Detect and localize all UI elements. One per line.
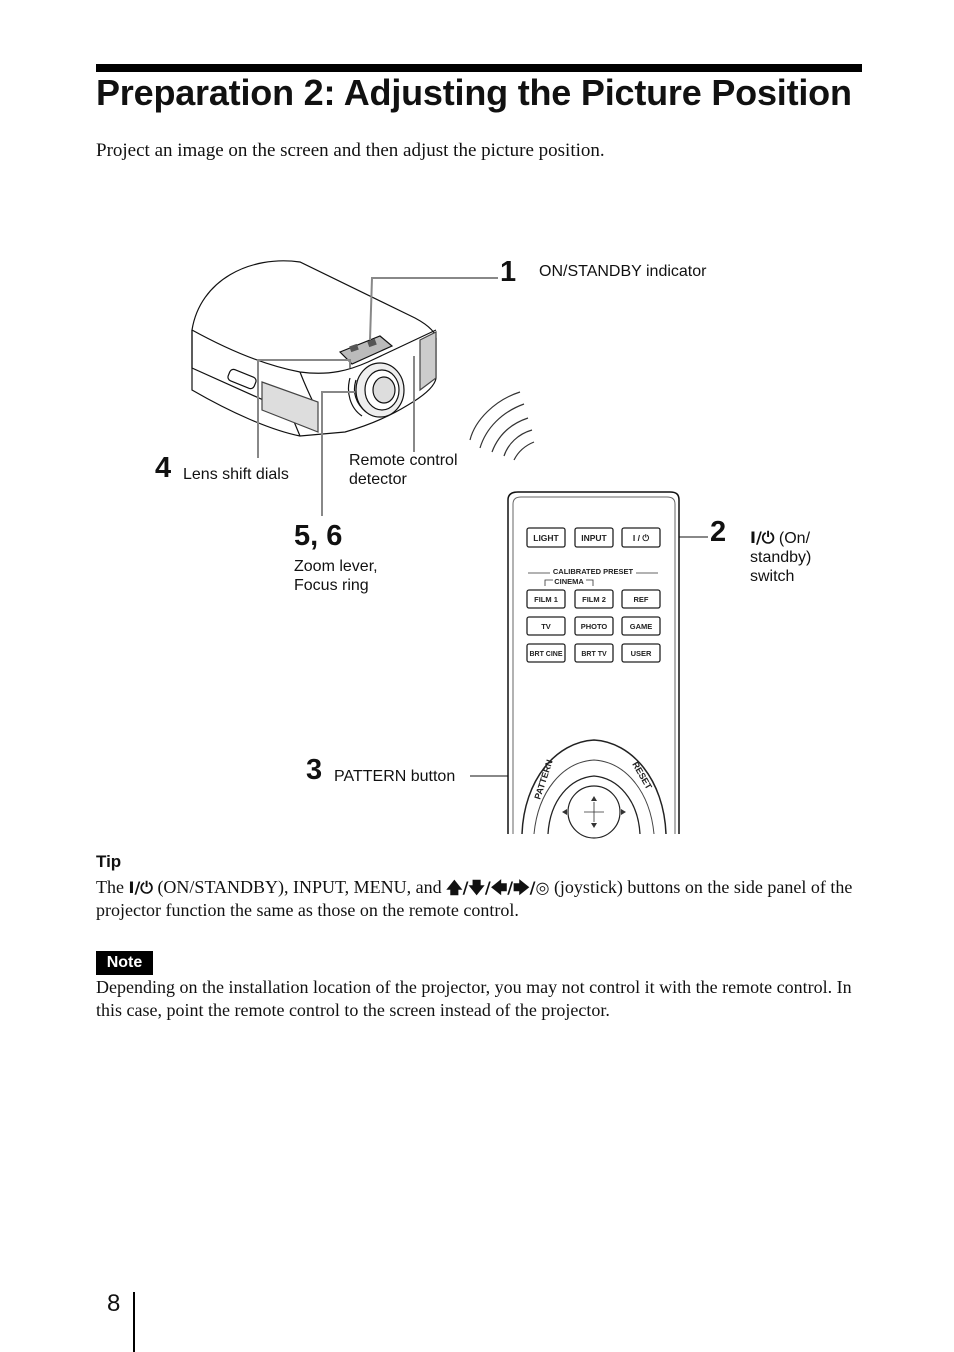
remote-user-label: USER [631, 649, 652, 658]
callout-56-line2: Focus ring [294, 577, 369, 594]
note-badge: Note [96, 951, 153, 975]
infrared-signal-waves [469, 391, 535, 461]
tip-heading: Tip [96, 852, 122, 871]
remote-brt-tv-label: BRT TV [581, 651, 607, 658]
remote-detector-line2: detector [349, 471, 407, 488]
page-title: Preparation 2: Adjusting the Picture Pos… [96, 72, 852, 113]
remote-film2-label: FILM 2 [582, 595, 606, 604]
callout-3-label: PATTERN button [334, 768, 456, 785]
calibrated-preset-label: CALIBRATED PRESET [553, 567, 634, 576]
remote-input-button-label: INPUT [581, 533, 607, 543]
remote-film1-label: FILM 1 [534, 595, 558, 604]
remote-detector-line1: Remote control [349, 452, 458, 469]
remote-photo-label: PHOTO [581, 622, 608, 631]
intro-paragraph: Project an image on the screen and then … [96, 140, 605, 161]
projector-illustration [191, 260, 437, 437]
cinema-label: CINEMA [554, 577, 584, 586]
tip-text-after: (joystick) buttons on the side panel of … [96, 877, 853, 920]
page-number-rule [133, 1292, 135, 1352]
callout-2-label: I/⏻ (On/ standby) switch [750, 528, 811, 586]
projector-remote-illustration: LIGHT INPUT I / ⏻ CALIBRATED PRESET CINE… [191, 260, 708, 839]
callout-56-number: 5, 6 [294, 520, 343, 552]
remote-control-illustration: LIGHT INPUT I / ⏻ CALIBRATED PRESET CINE… [507, 491, 680, 839]
remote-brt-cine-label: BRT CINE [529, 651, 562, 658]
joystick-arrows-icon: 🡅/🡇/🡄/🡆/◎ [446, 878, 550, 897]
remote-joystick-pad: PATTERN RESET [521, 739, 667, 839]
remote-detector-label: Remote control detector [349, 451, 458, 489]
title-rule [96, 64, 862, 72]
callout-2-label-line2: standby) [750, 549, 812, 566]
callout-2-label-line1: (On/ [778, 530, 811, 547]
callout-4-label: Lens shift dials [183, 466, 289, 483]
tip-text-middle: (ON/STANDBY), INPUT, MENU, and [152, 877, 447, 897]
page-number: 8 [107, 1290, 121, 1317]
callout-1-label: ON/STANDBY indicator [539, 263, 707, 280]
remote-game-label: GAME [630, 622, 653, 631]
callout-4-number: 4 [155, 452, 172, 484]
remote-ref-label: REF [634, 595, 649, 604]
callout-56-line1: Zoom lever, [294, 558, 378, 575]
callout-3-number: 3 [306, 754, 323, 786]
tip-text-before: The [96, 877, 129, 897]
remote-light-button-label: LIGHT [533, 533, 559, 543]
tip-body: The I/⏻ (ON/STANDBY), INPUT, MENU, and 🡅… [96, 876, 866, 922]
callout-1-number: 1 [500, 256, 517, 288]
remote-power-button-label: I / ⏻ [633, 533, 650, 543]
note-body: Depending on the installation location o… [96, 977, 852, 1020]
callout-56-label: Zoom lever, Focus ring [294, 557, 378, 595]
callout-2-number: 2 [710, 516, 727, 548]
remote-tv-label: TV [541, 622, 551, 631]
power-symbol-icon: I/⏻ [750, 528, 775, 547]
callout-2-label-line3: switch [750, 568, 795, 585]
power-symbol-icon: I/⏻ [128, 878, 153, 897]
